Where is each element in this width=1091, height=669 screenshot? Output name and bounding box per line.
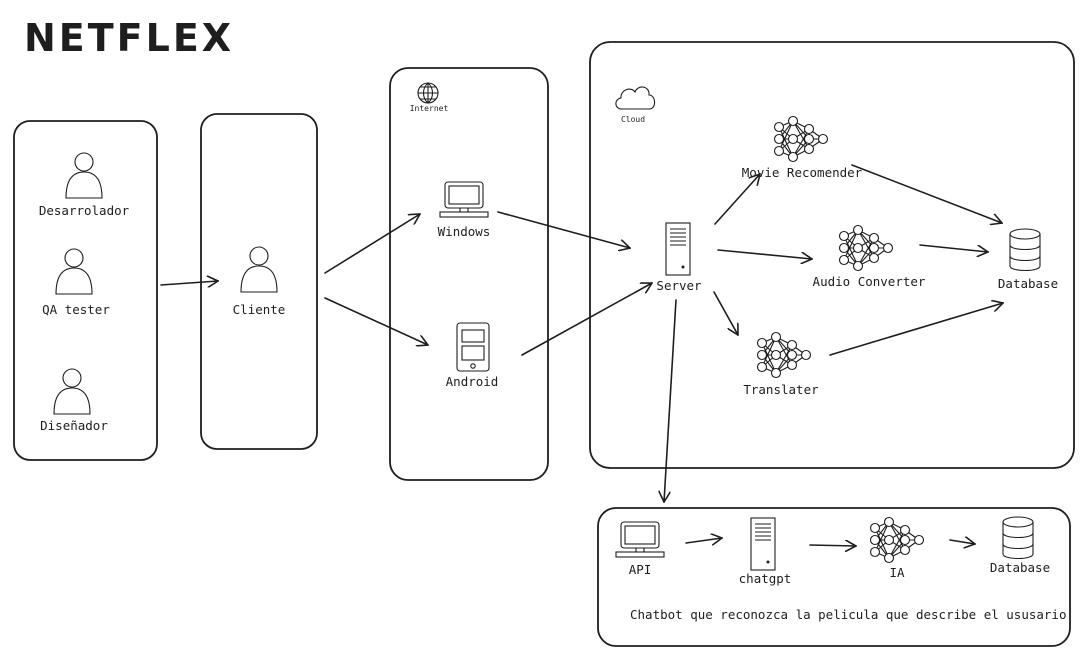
- cloud-label: Cloud: [621, 115, 645, 124]
- arrow-server-to-audio: [717, 249, 812, 259]
- arrow-ia-to-database: [949, 540, 975, 544]
- android-phone-icon: [456, 322, 490, 372]
- translater-nn-icon: [756, 331, 812, 379]
- arrow-client-to-windows: [324, 214, 420, 274]
- designer-person-icon: [53, 368, 91, 415]
- arrow-server-to-chatbot: [664, 299, 677, 502]
- chatbot-description: Chatbot que reconozca la pelicula que de…: [630, 607, 1067, 622]
- android-label: Android: [446, 374, 499, 389]
- actor-disenador: Diseñador: [40, 418, 108, 433]
- globe-icon: [417, 82, 439, 104]
- arrow-api-to-chatgpt: [685, 538, 722, 543]
- movie-recommender-label: Movie Recomender: [742, 165, 863, 180]
- arrow-android-to-server: [521, 283, 652, 356]
- movie-recommender-nn-icon: [773, 115, 829, 163]
- translater-label: Translater: [743, 382, 819, 397]
- arrow-movie-to-database: [851, 164, 1002, 223]
- audio-converter-label: Audio Converter: [813, 274, 926, 289]
- arrow-chatgpt-to-ia: [809, 545, 856, 546]
- database-label: Database: [998, 276, 1058, 291]
- cloud-box: [589, 41, 1075, 469]
- qa-person-icon: [55, 248, 93, 295]
- windows-monitor-icon: [439, 181, 489, 218]
- audio-converter-nn-icon: [838, 224, 894, 272]
- internet-label: Internet: [410, 104, 449, 113]
- arrow-audio-to-database: [919, 244, 988, 252]
- internet-box: [389, 67, 549, 481]
- arrow-team-to-client: [160, 281, 218, 285]
- windows-label: Windows: [438, 224, 491, 239]
- arrow-server-to-translater: [713, 291, 738, 335]
- chatbot-database-icon: [1002, 516, 1034, 560]
- cloud-icon: [615, 86, 656, 110]
- page-title: NETFLEX: [24, 16, 234, 60]
- actor-cliente: Cliente: [233, 302, 286, 317]
- server-label: Server: [656, 278, 702, 293]
- api-monitor-icon: [615, 521, 665, 558]
- chatbot-database-label: Database: [990, 560, 1050, 575]
- connector-arrows: [160, 164, 1003, 546]
- database-icon: [1009, 228, 1041, 272]
- developer-person-icon: [65, 152, 103, 199]
- chatbot-box: [597, 507, 1071, 647]
- ia-nn-icon: [869, 516, 925, 564]
- client-person-icon: [240, 246, 278, 293]
- api-label: API: [629, 562, 652, 577]
- server-icon: [665, 222, 691, 276]
- team-box: [13, 120, 158, 461]
- arrow-client-to-android: [324, 297, 428, 345]
- arrow-server-to-movie: [714, 174, 760, 225]
- actor-qa-tester: QA tester: [42, 302, 110, 317]
- actor-desarrollador: Desarrolador: [39, 203, 130, 218]
- arrow-windows-to-server: [497, 211, 630, 248]
- chatgpt-label: chatgpt: [739, 571, 792, 586]
- ia-label: IA: [889, 565, 905, 580]
- chatgpt-server-icon: [750, 517, 776, 571]
- arrow-translater-to-database: [829, 303, 1003, 356]
